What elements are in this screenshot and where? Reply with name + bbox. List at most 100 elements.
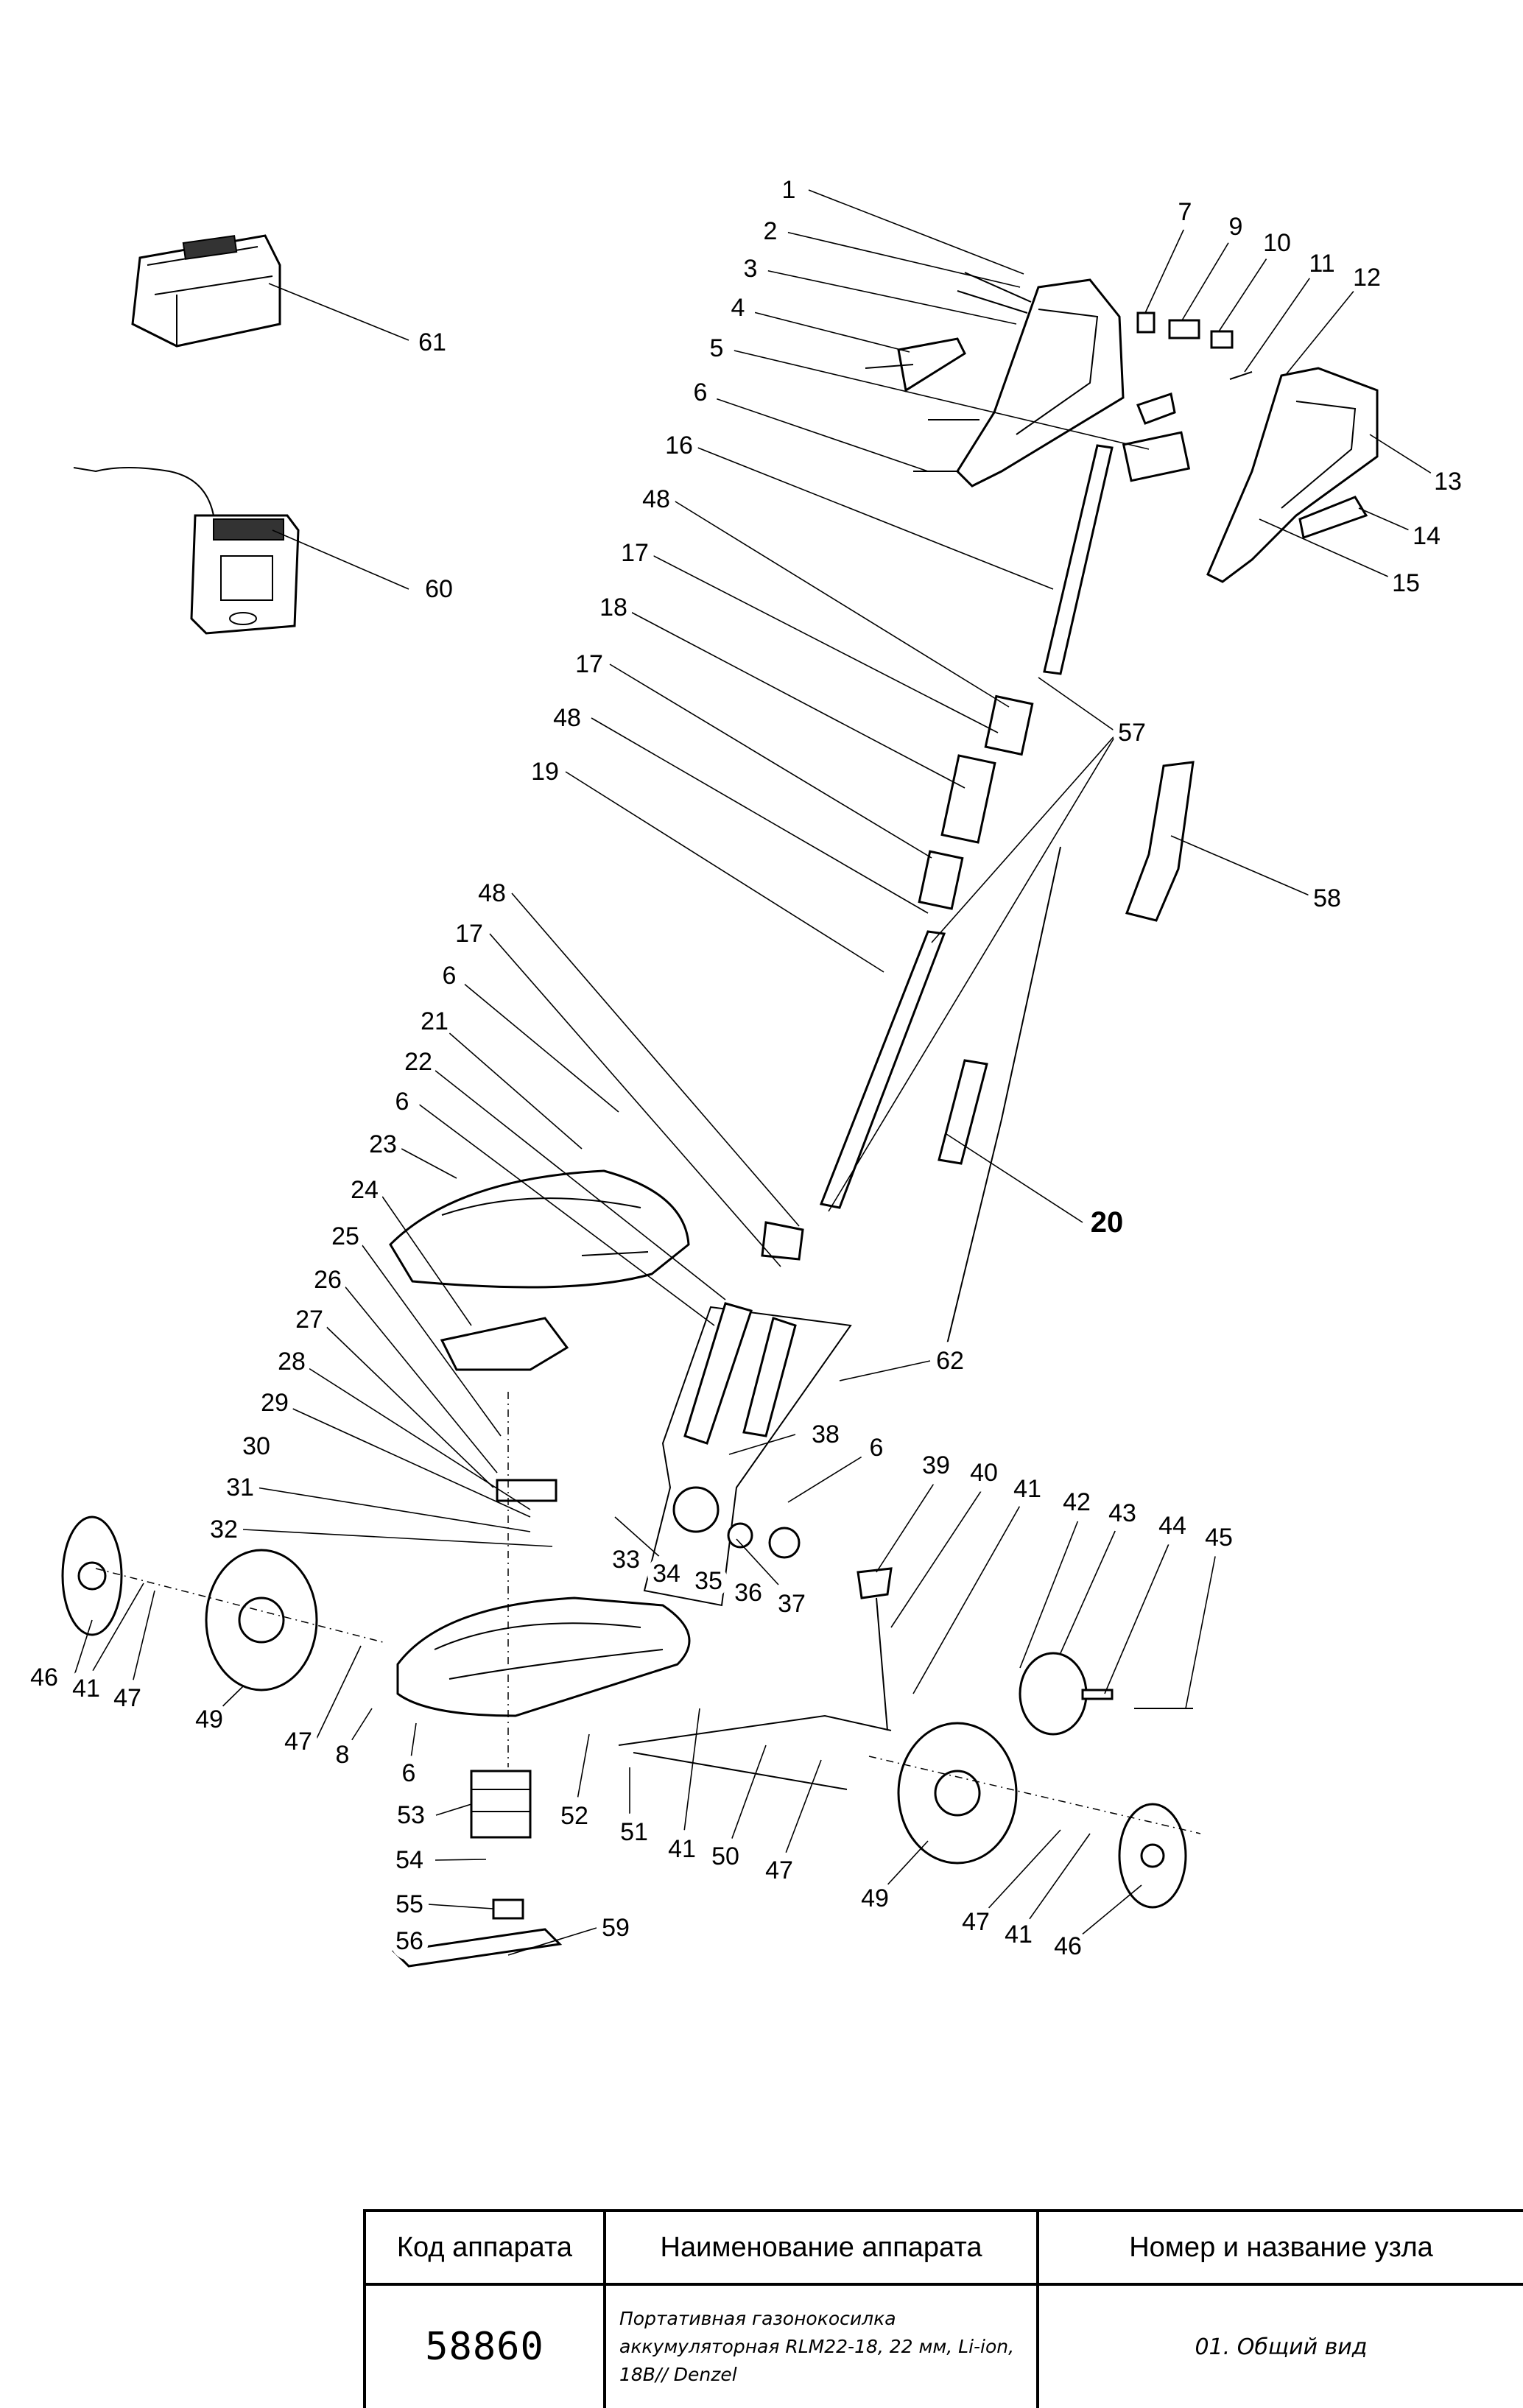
- title-block-header: Код аппарата Наименование аппарата Номер…: [366, 2212, 1523, 2286]
- svg-text:30: 30: [242, 1432, 270, 1460]
- callout-26: 26: [309, 1261, 347, 1299]
- lower-handle-group: [643, 1221, 852, 1607]
- callout-7: 7: [1167, 194, 1203, 230]
- callout-23: 23: [364, 1125, 402, 1163]
- handle-tubes: [819, 444, 1114, 1209]
- callout-42: 42: [1058, 1483, 1096, 1521]
- leader-lines: [73, 189, 1441, 1956]
- callout-9: 9: [1218, 209, 1253, 244]
- callout-3: 3: [733, 251, 768, 286]
- callout-45: 45: [1200, 1518, 1238, 1557]
- svg-text:18: 18: [599, 594, 627, 622]
- svg-text:6: 6: [870, 1434, 884, 1462]
- svg-text:41: 41: [668, 1835, 696, 1863]
- svg-text:44: 44: [1158, 1512, 1186, 1540]
- callout-8: 8: [325, 1737, 360, 1772]
- cable-clip: [1125, 761, 1195, 922]
- callout-56: 56: [390, 1922, 429, 1960]
- svg-text:47: 47: [113, 1684, 141, 1712]
- svg-text:32: 32: [210, 1515, 238, 1543]
- node-title: 01. Общий вид: [1195, 2334, 1368, 2360]
- svg-text:47: 47: [962, 1908, 990, 1936]
- svg-text:58: 58: [1313, 884, 1341, 912]
- callout-12: 12: [1348, 258, 1386, 297]
- svg-text:17: 17: [575, 650, 603, 678]
- top-covers: [389, 1169, 690, 1502]
- callout-18: 18: [594, 588, 633, 627]
- svg-text:4: 4: [731, 294, 745, 322]
- svg-text:37: 37: [778, 1590, 806, 1618]
- svg-text:17: 17: [621, 539, 649, 567]
- callout-30: 30: [237, 1427, 275, 1465]
- callout-47-deck: 47: [279, 1722, 317, 1761]
- callout-49-right: 49: [856, 1879, 894, 1918]
- svg-text:36: 36: [734, 1579, 762, 1607]
- callouts: 1 2 3 4 5 6 7 9 10 11 12 13 14 15 16 48 …: [25, 172, 1467, 1965]
- callout-11: 11: [1303, 244, 1341, 283]
- svg-text:38: 38: [812, 1420, 840, 1448]
- callout-36: 36: [729, 1574, 767, 1612]
- callout-19: 19: [526, 753, 564, 791]
- header-name: Наименование аппарата: [606, 2212, 1039, 2283]
- svg-text:16: 16: [665, 432, 693, 460]
- callout-37: 37: [773, 1585, 811, 1623]
- callout-31: 31: [221, 1468, 259, 1507]
- callout-22: 22: [399, 1043, 437, 1081]
- svg-text:41: 41: [72, 1675, 100, 1703]
- svg-text:6: 6: [402, 1759, 416, 1787]
- callout-46-right: 46: [1049, 1927, 1087, 1965]
- callout-53: 53: [392, 1796, 430, 1834]
- svg-text:39: 39: [922, 1451, 950, 1479]
- callout-25: 25: [326, 1217, 365, 1256]
- svg-text:60: 60: [425, 575, 453, 603]
- svg-text:42: 42: [1063, 1488, 1091, 1516]
- motor: [391, 1770, 563, 1968]
- title-block: Код аппарата Наименование аппарата Номер…: [363, 2209, 1523, 2408]
- svg-text:47: 47: [284, 1728, 312, 1756]
- callout-58: 58: [1308, 879, 1346, 918]
- svg-text:9: 9: [1229, 213, 1243, 241]
- handle-grip-assembly: [1136, 311, 1379, 583]
- callout-50: 50: [706, 1837, 745, 1876]
- callout-41-right: 41: [999, 1915, 1038, 1954]
- svg-text:35: 35: [694, 1567, 722, 1595]
- callout-59: 59: [597, 1909, 635, 1947]
- svg-text:6: 6: [694, 379, 708, 406]
- callout-5: 5: [699, 331, 734, 366]
- svg-text:43: 43: [1108, 1499, 1136, 1527]
- svg-text:6: 6: [395, 1088, 409, 1116]
- svg-text:52: 52: [560, 1802, 588, 1830]
- svg-text:50: 50: [711, 1842, 739, 1870]
- exploded-parts-diagram: 1 2 3 4 5 6 7 9 10 11 12 13 14 15 16 48 …: [25, 172, 1467, 1968]
- svg-text:22: 22: [404, 1048, 432, 1076]
- callout-39: 39: [917, 1446, 955, 1485]
- svg-text:47: 47: [765, 1856, 793, 1884]
- svg-text:14: 14: [1413, 522, 1441, 550]
- callout-47-axle: 47: [760, 1851, 798, 1890]
- callout-43: 43: [1103, 1494, 1142, 1532]
- svg-text:45: 45: [1205, 1524, 1233, 1552]
- callout-51: 51: [615, 1813, 653, 1851]
- charger: [73, 467, 300, 635]
- svg-text:29: 29: [261, 1389, 289, 1417]
- callout-27: 27: [290, 1300, 328, 1339]
- callout-48-upper: 48: [637, 480, 675, 518]
- svg-text:13: 13: [1434, 468, 1462, 496]
- mower-deck: [396, 1596, 691, 1717]
- svg-text:53: 53: [397, 1801, 425, 1829]
- callout-49-left: 49: [190, 1700, 228, 1739]
- callout-6-cover: 6: [384, 1084, 420, 1119]
- callout-48-lower: 48: [473, 874, 511, 912]
- callout-6-top: 6: [432, 958, 467, 993]
- svg-text:21: 21: [421, 1007, 449, 1035]
- callout-60: 60: [420, 570, 458, 608]
- svg-text:12: 12: [1353, 264, 1381, 292]
- callout-32: 32: [205, 1510, 243, 1549]
- callout-41-left: 41: [67, 1669, 105, 1708]
- svg-text:17: 17: [455, 920, 483, 948]
- svg-text:19: 19: [531, 758, 559, 786]
- callout-4: 4: [720, 290, 756, 325]
- svg-text:54: 54: [395, 1846, 423, 1874]
- callout-41-axle: 41: [663, 1830, 701, 1868]
- callout-17-upper: 17: [616, 534, 654, 572]
